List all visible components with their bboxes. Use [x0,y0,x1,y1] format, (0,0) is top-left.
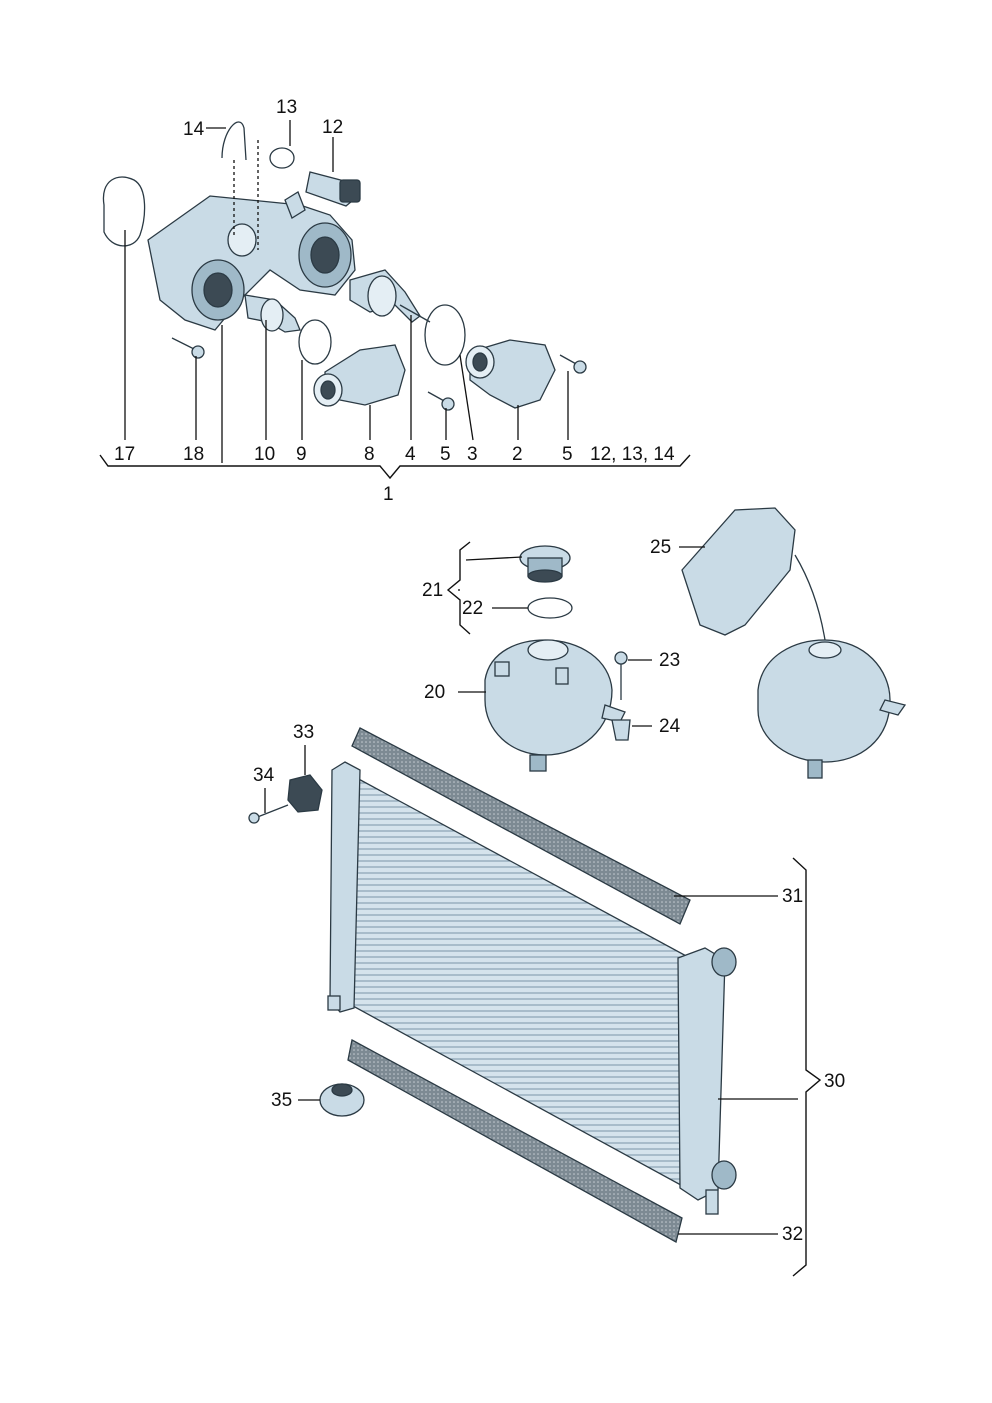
callout-30: 30 [824,1071,845,1092]
callout-13: 13 [276,97,297,118]
clip-24 [611,719,631,741]
coolant-elbow-8 [313,344,406,407]
bolt-5a [427,391,455,411]
callout-20: 20 [424,682,445,703]
clip-14 [221,121,247,161]
screw-34 [248,804,289,824]
seal-strip-32 [347,1039,683,1243]
callout-22: 22 [462,598,483,619]
top-leader-lines [124,120,569,463]
lower-leader-lines [264,541,822,1277]
thermostat-4 [349,269,431,323]
callout-34: 34 [253,765,275,786]
brace-30 [792,857,822,1277]
callout-5a: 5 [440,444,451,465]
housing-port-inner [310,236,340,274]
bracket-33 [287,774,323,813]
callout-5b: 5 [562,444,573,465]
callout-17: 17 [114,444,135,465]
mount-35 [319,1083,365,1117]
callout-33: 33 [293,722,314,743]
callout-8: 8 [364,444,375,465]
gasket-17 [102,176,146,247]
seal-strip-31 [351,727,691,925]
thermostat-housing-assembly [102,121,587,411]
callout-14: 14 [183,119,205,140]
housing-nipple [284,191,306,219]
coolant-jug-25 [681,507,907,779]
housing-tube [227,223,257,257]
callout-4: 4 [405,444,416,465]
callout-25: 25 [650,537,671,558]
bolt-5b [559,354,587,374]
bolt-18 [171,337,205,359]
callout-12: 12 [322,117,343,138]
callout-9: 9 [296,444,307,465]
callout-12-13-14: 12, 13, 14 [590,444,675,465]
callout-31: 31 [782,886,803,907]
brace-1 [99,454,691,480]
coolant-flange-2 [465,339,556,409]
o-ring-13 [269,147,295,169]
callout-18: 18 [183,444,204,465]
callout-10: 10 [254,444,275,465]
callout-21: 21 [422,580,443,601]
callout-24: 24 [659,716,681,737]
callout-35: 35 [271,1090,292,1111]
o-ring-9 [298,319,332,365]
thermostat-10 [244,294,301,333]
o-ring-3 [424,304,466,366]
cap-21 [519,545,571,583]
housing-flange-port-inner [203,272,233,308]
callout-1: 1 [383,484,394,505]
callout-32: 32 [782,1224,803,1245]
callout-labels: 14 13 12 17 18 10 9 8 4 5 3 2 5 12, 13, … [114,97,845,1245]
expansion-tank-20 [484,639,626,772]
temperature-sensor-12 [305,171,361,207]
callout-3: 3 [467,444,478,465]
callout-2: 2 [512,444,523,465]
seal-22 [527,597,573,619]
callout-23: 23 [659,650,680,671]
radiator-assembly [327,727,737,1243]
bolt-23 [614,651,628,700]
